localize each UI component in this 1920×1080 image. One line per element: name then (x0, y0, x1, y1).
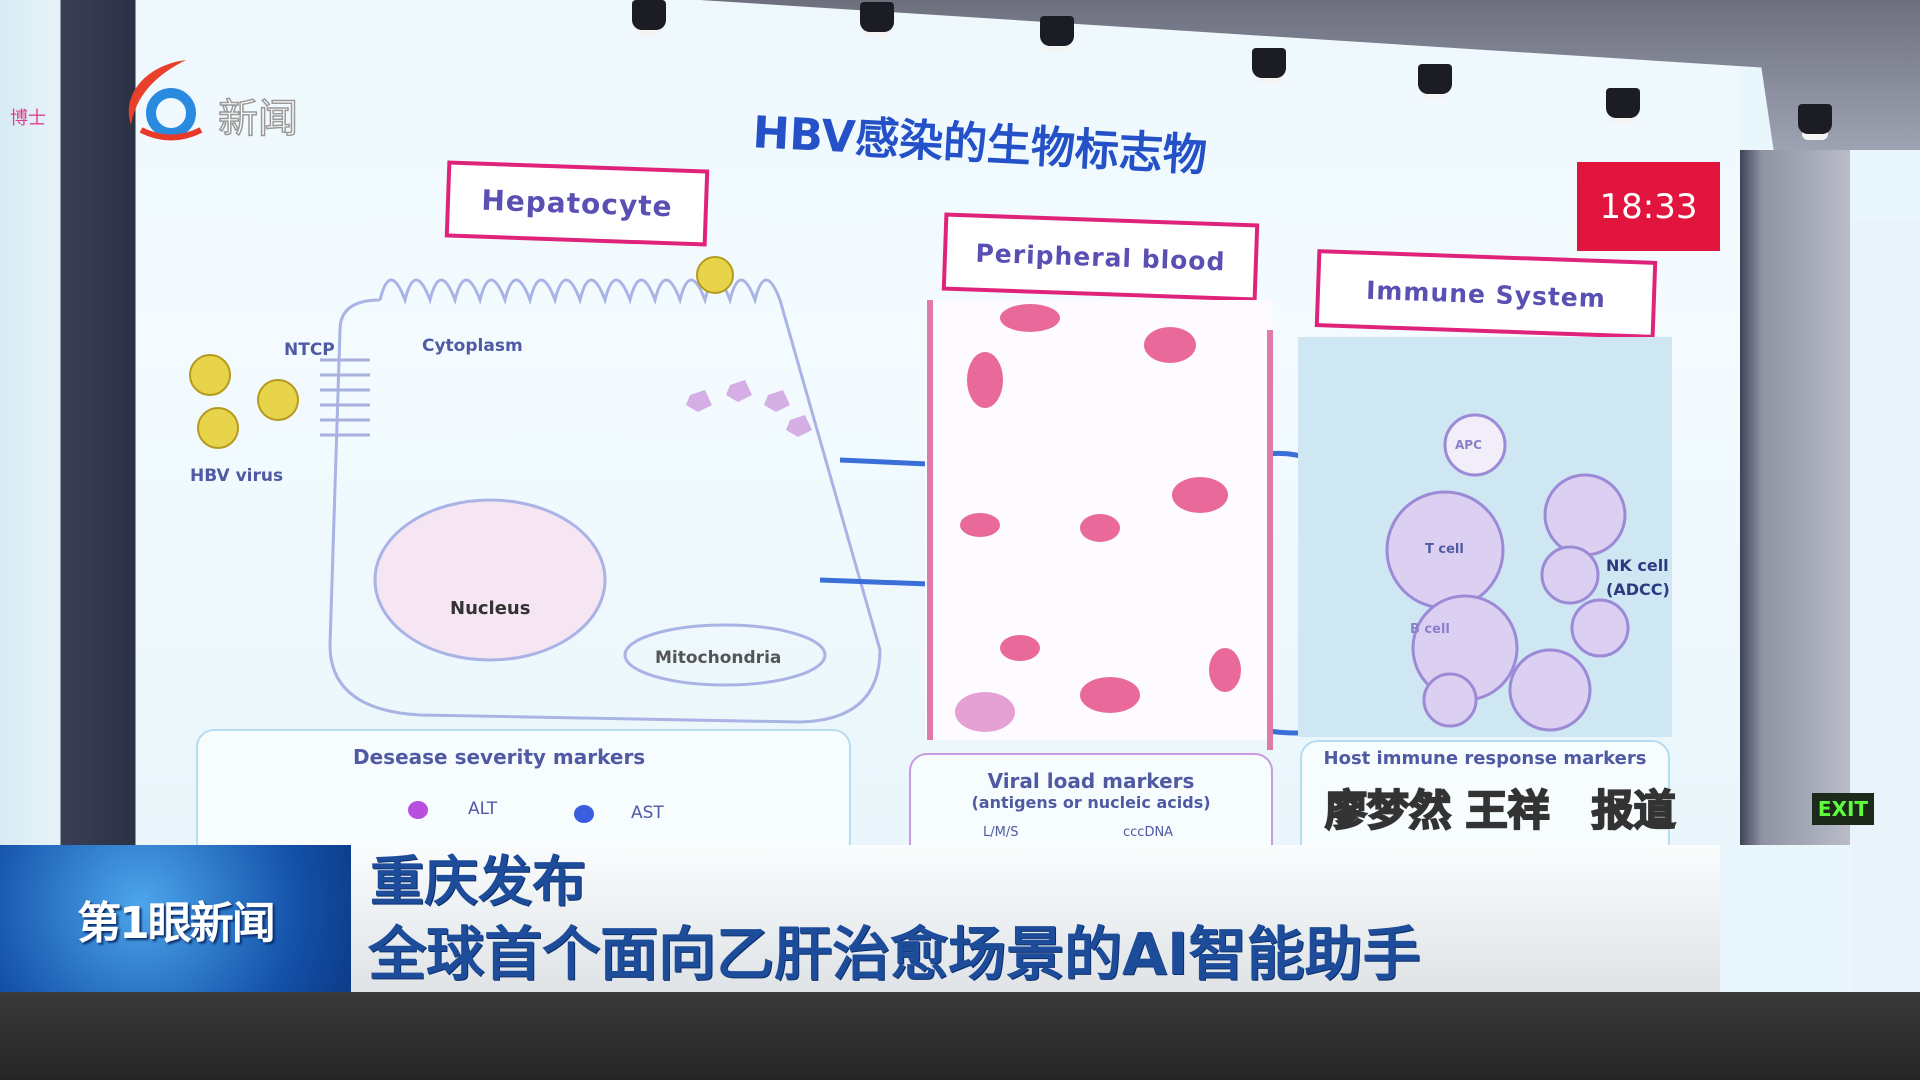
viral-subtitle: (antigens or nucleic acids) (971, 793, 1211, 812)
viral-title: Viral load markers (987, 769, 1195, 793)
alt-dot-icon (408, 801, 428, 819)
reporter-credit: 廖梦然 王祥 报道 (1324, 785, 1677, 836)
program-logo: 第1眼新闻 (0, 845, 351, 992)
red-blood-cells (955, 304, 1241, 732)
label-b-cell: B cell (1410, 622, 1450, 637)
viral-load-box: Viral load markers (antigens or nucleic … (909, 753, 1273, 863)
alt-label: ALT (468, 799, 498, 819)
stage-pillar (1740, 150, 1850, 845)
stage-light-icon (1418, 64, 1452, 94)
label-cytoplasm: Cytoplasm (422, 336, 523, 356)
host-title: Host immune response markers (1323, 748, 1647, 769)
stage-light-icon (1606, 88, 1640, 118)
channel-logo-text: 新闻 (217, 95, 299, 143)
side-sign: 博士 (10, 108, 46, 129)
ast-dot-icon (574, 805, 594, 823)
label-hbv-virus: HBV virus (190, 466, 284, 486)
severity-title: Desease severity markers (353, 745, 646, 769)
label-ntcp: NTCP (284, 340, 335, 360)
stage-light-icon (1252, 48, 1286, 78)
nucleus-shape (373, 498, 607, 662)
bottom-bar (0, 992, 1920, 1080)
stage-light-icon (632, 0, 666, 30)
hepatocyte-cell (328, 278, 882, 724)
severity-markers-box: Desease severity markers ALT AST (196, 729, 851, 859)
stage-light-icon (860, 2, 894, 32)
label-t-cell: T cell (1425, 542, 1464, 557)
side-banner (1850, 220, 1920, 1000)
label-apc: APC (1455, 438, 1482, 452)
host-immune-box: Host immune response markers (1300, 740, 1670, 860)
biomarker-diagram (189, 256, 1672, 750)
immune-cells (1385, 413, 1630, 732)
antigen-shapes (686, 380, 812, 437)
ast-label: AST (631, 803, 664, 823)
ntcp-receptor (320, 358, 370, 437)
hbv-virus-particles (189, 256, 734, 449)
label-nucleus: Nucleus (450, 598, 531, 619)
stage-light-icon (1798, 104, 1832, 134)
label-nk-cell: NK cell (1606, 556, 1669, 575)
label-mitochondria: Mitochondria (655, 648, 782, 668)
label-adcc: (ADCC) (1606, 580, 1670, 599)
viral-item-lms: L/M/S (983, 825, 1019, 840)
channel-logo (116, 55, 206, 141)
mitochondria-shape (623, 623, 827, 687)
clock-badge: 18:33 (1577, 162, 1720, 251)
stage-light-icon (1040, 16, 1074, 46)
viral-item-cccdna: cccDNA (1123, 825, 1174, 840)
headline-line1: 重庆发布 (370, 850, 586, 913)
headline-line2: 全球首个面向乙肝治愈场景的AI智能助手 (368, 920, 1421, 988)
channel-logo-icon (128, 60, 203, 141)
exit-sign: EXIT (1812, 793, 1874, 825)
